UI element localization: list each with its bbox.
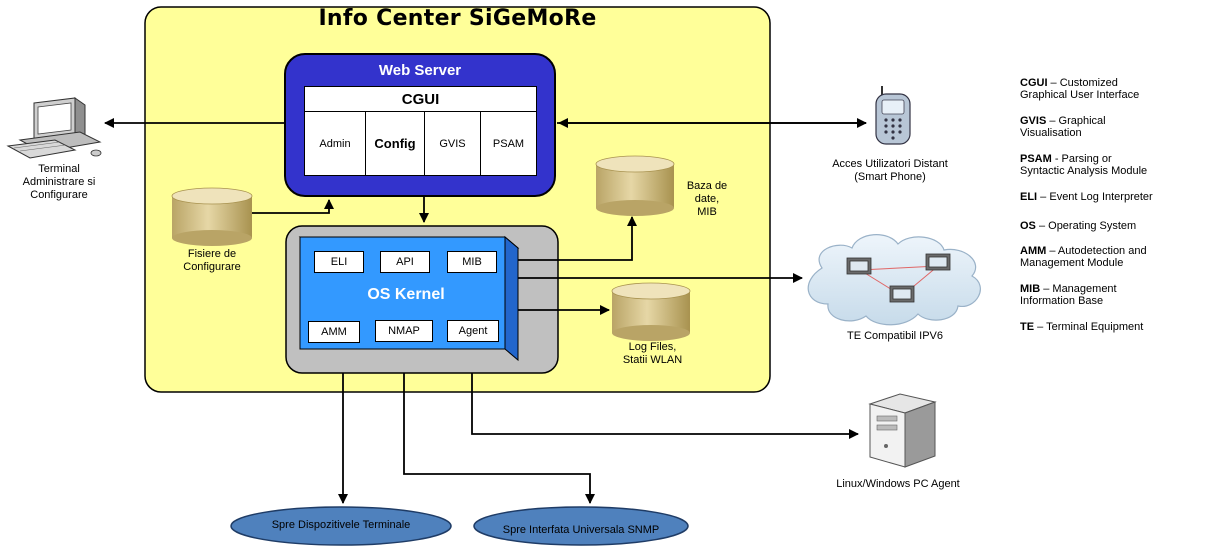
server-tower-icon <box>868 393 937 468</box>
snmp-interface-label: Spre Interfata Universala SNMP <box>502 524 660 536</box>
database-cylinder <box>595 155 675 216</box>
ipv6-te-label: TE Compatibil IPV6 <box>847 330 943 342</box>
snmp-interface-ellipse <box>473 506 689 546</box>
remote-access-label: Acces Utilizatori Distant(Smart Phone) <box>832 158 948 183</box>
legend-item: TE – Terminal Equipment <box>1020 321 1144 333</box>
amm-module: AMM <box>308 321 360 343</box>
gvis-module: GVIS <box>424 111 481 176</box>
terminal-devices-ellipse <box>230 506 452 546</box>
eli-module: ELI <box>314 251 364 273</box>
pc-agent-label: Linux/Windows PC Agent <box>836 478 960 490</box>
legend-item: OS – Operating System <box>1020 220 1137 232</box>
legend-item: ELI – Event Log Interpreter <box>1020 191 1153 203</box>
agent-module: Agent <box>447 320 499 342</box>
admin-module: Admin <box>304 111 366 176</box>
ipv6-network-cloud-icon <box>807 234 981 326</box>
desktop-computer-icon <box>6 97 102 159</box>
log-files-cylinder <box>611 282 691 341</box>
page-title: Info Center SiGeMoRe <box>318 6 597 31</box>
terminal-devices-label: Spre Dispozitivele Terminale <box>271 519 411 531</box>
os-kernel-title: OS Kernel <box>367 286 445 303</box>
psam-module: PSAM <box>480 111 537 176</box>
config-module: Config <box>365 111 425 176</box>
mib-module: MIB <box>447 251 497 273</box>
nmap-module: NMAP <box>375 320 433 342</box>
api-module: API <box>380 251 430 273</box>
cgui-module: CGUI <box>304 86 537 112</box>
web-server-title: Web Server <box>378 62 462 79</box>
config-files-cylinder <box>171 187 253 246</box>
log-files-label: Log Files,Statii WLAN <box>622 341 683 366</box>
smart-phone-icon <box>875 86 911 145</box>
